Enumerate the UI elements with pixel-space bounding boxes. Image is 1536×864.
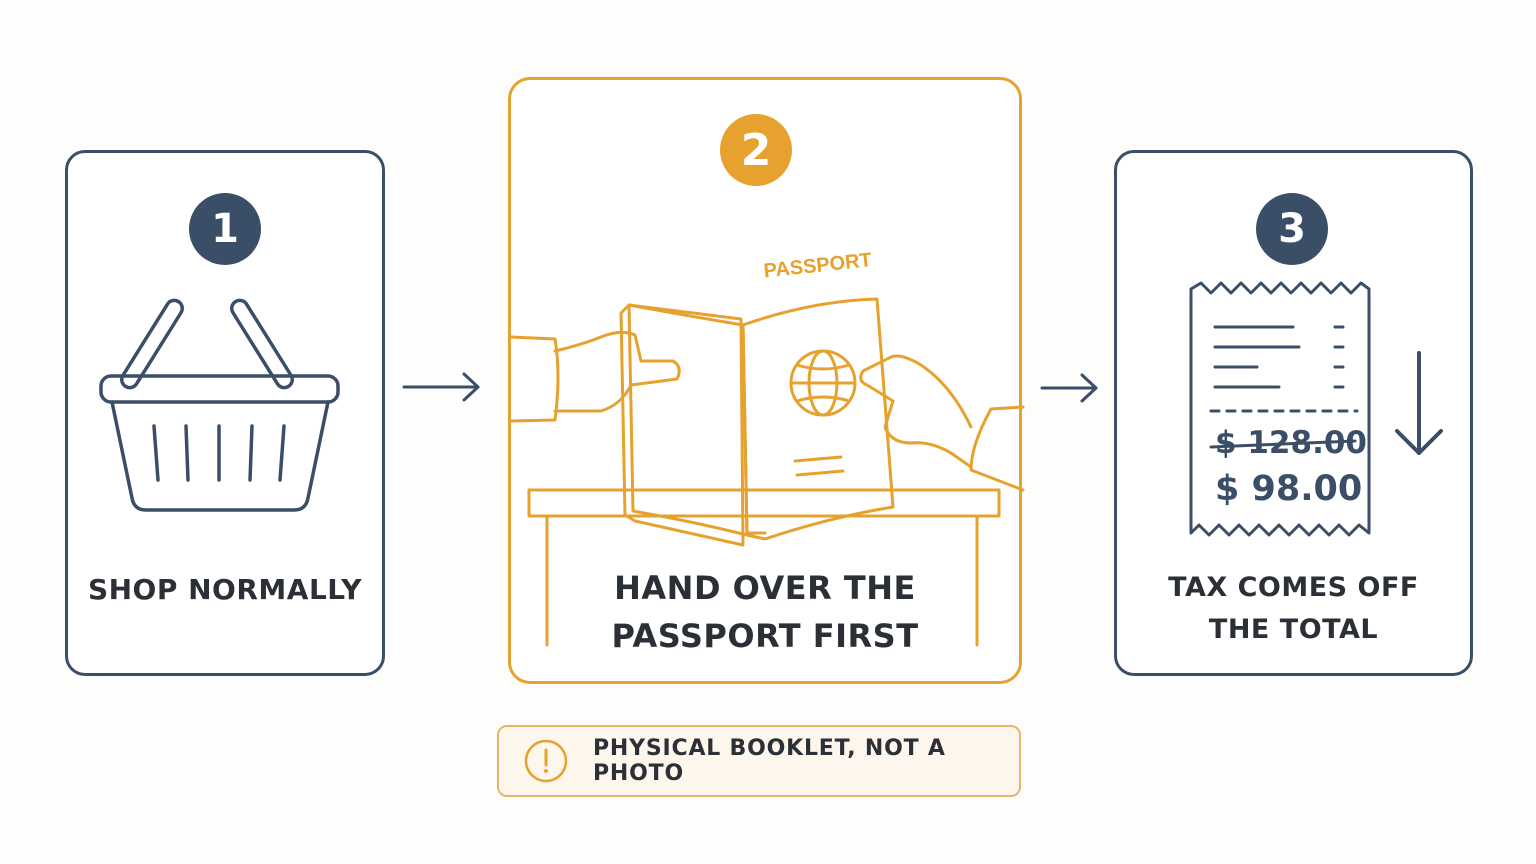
arrow-right-icon — [402, 372, 480, 402]
passport-title: PASSPORT — [763, 249, 873, 282]
note-text: PHYSICAL BOOKLET, NOT A PHOTO — [593, 736, 946, 786]
warning-note: PHYSICAL BOOKLET, NOT A PHOTO — [497, 725, 1021, 797]
step-label: TAX COMES OFF THE TOTAL — [1168, 572, 1419, 645]
receipt-icon — [1189, 281, 1371, 537]
step-card-1: 1 SHOP NORMALLY — [65, 150, 385, 676]
step-label: SHOP NORMALLY — [87, 573, 363, 606]
shopping-basket-icon — [99, 298, 340, 512]
step-card-3: 3 $ 128.00 $ 98.00 TAX COMES OFF THE TOT… — [1114, 150, 1473, 676]
step-number-badge: 3 — [1256, 193, 1328, 265]
arrow-down-icon — [1395, 351, 1443, 455]
step-number-badge: 1 — [189, 193, 261, 265]
step-label: HAND OVER THE PASSPORT FIRST — [611, 569, 919, 655]
new-price: $ 98.00 — [1215, 469, 1363, 509]
svg-text:PASSPORT: PASSPORT — [763, 249, 873, 282]
passport-handover-icon — [509, 297, 1025, 647]
old-price: $ 128.00 — [1215, 425, 1367, 461]
step-number-badge: 2 — [720, 114, 792, 186]
step-card-2: 2 — [508, 77, 1025, 684]
arrow-right-icon — [1040, 373, 1098, 403]
exclamation-circle-icon — [524, 739, 568, 783]
